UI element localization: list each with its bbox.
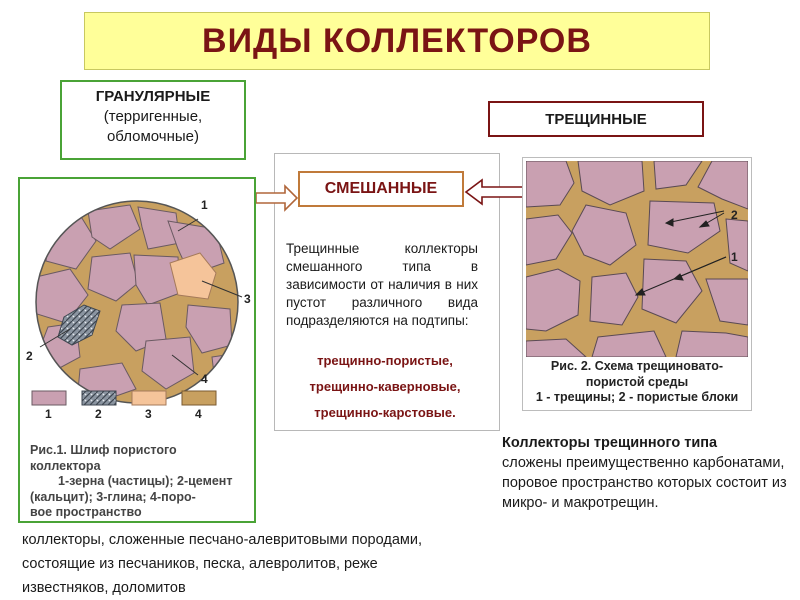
figure2-caption: Рис. 2. Схема трещиновато- пористой сред… (526, 359, 748, 406)
title-banner: ВИДЫ КОЛЛЕКТОРОВ (84, 12, 710, 70)
mixed-subtype-1: трещинно-пористые, (317, 353, 453, 368)
legend-label-4: 4 (195, 407, 202, 421)
granular-desc-line2: состоящие из песчаников, песка, алевроли… (22, 556, 378, 572)
mixed-description: Трещинные коллекторы смешанного типа в з… (286, 241, 478, 328)
legend-swatch-clay (131, 390, 167, 406)
granular-desc-line3: известняков, доломитов (22, 580, 186, 596)
fig1-caption-line4: (кальцит); 3-глина; 4-поро- (30, 489, 196, 504)
granular-heading: ГРАНУЛЯРНЫЕ (95, 88, 211, 105)
legend-swatch-pore (181, 390, 217, 406)
mixed-type-box: СМЕШАННЫЕ (298, 171, 464, 207)
granular-description: коллекторы, сложенные песчано-алевритовы… (22, 528, 522, 600)
figure1-thin-section: 1 2 3 4 1 2 3 4 (26, 198, 251, 421)
fig1-callout-1: 1 (201, 198, 208, 212)
fractured-desc-body: сложены преимущественно карбонатами, пор… (502, 455, 787, 511)
fig2-caption-line3: 1 - трещины; 2 - пористые блоки (535, 390, 739, 404)
fractured-desc-heading: Коллекторы трещинного типа (502, 435, 718, 451)
page-title: ВИДЫ КОЛЛЕКТОРОВ (202, 21, 592, 60)
fig1-caption-line1: Рис.1. Шлиф пористого (30, 443, 177, 457)
arrow-from-fractured (464, 178, 525, 206)
fig1-caption-line3: 1-зерна (частицы); 2-цемент (58, 474, 233, 488)
granular-note-line1: (терригенные, (103, 108, 203, 125)
fig2-caption-line2: пористой среды (585, 374, 689, 389)
legend-label-3: 3 (145, 407, 152, 421)
arrow-left-to-granular (255, 184, 299, 212)
mixed-subtype-2: трещинно-каверновые, (309, 379, 461, 394)
fig2-callout-2: 2 (731, 208, 738, 222)
fig1-callout-4: 4 (201, 372, 208, 386)
granular-desc-line1: коллекторы, сложенные песчано-алевритовы… (22, 532, 422, 548)
fractured-description: Коллекторы трещинного типа сложены преим… (502, 433, 792, 513)
legend-swatch-cement (81, 390, 117, 406)
mixed-subtype-3: трещинно-карстовые. (314, 405, 456, 420)
fig1-callout-2: 2 (26, 349, 33, 363)
granular-note-line2: обломочные) (106, 128, 200, 145)
fractured-type-box: ТРЕЩИННЫЕ (488, 101, 704, 137)
legend-label-1: 1 (45, 407, 52, 421)
fig1-callout-3: 3 (244, 292, 251, 306)
legend-label-2: 2 (95, 407, 102, 421)
fig1-caption-line2: коллектора (30, 458, 101, 473)
figure1-caption: Рис.1. Шлиф пористого коллектора 1-зерна… (30, 443, 254, 521)
fig2-caption-line1: Рис. 2. Схема трещиновато- (550, 359, 724, 373)
figure2-fracture-scheme: 2 1 (526, 161, 748, 357)
fractured-heading: ТРЕЩИННЫЕ (545, 110, 647, 128)
fig2-callout-1: 1 (731, 250, 738, 264)
mixed-heading: СМЕШАННЫЕ (324, 180, 438, 197)
fig1-caption-line5: вое пространство (30, 505, 142, 519)
legend-swatch-grain (31, 390, 67, 406)
granular-type-box: ГРАНУЛЯРНЫЕ (терригенные, обломочные) (60, 80, 246, 160)
